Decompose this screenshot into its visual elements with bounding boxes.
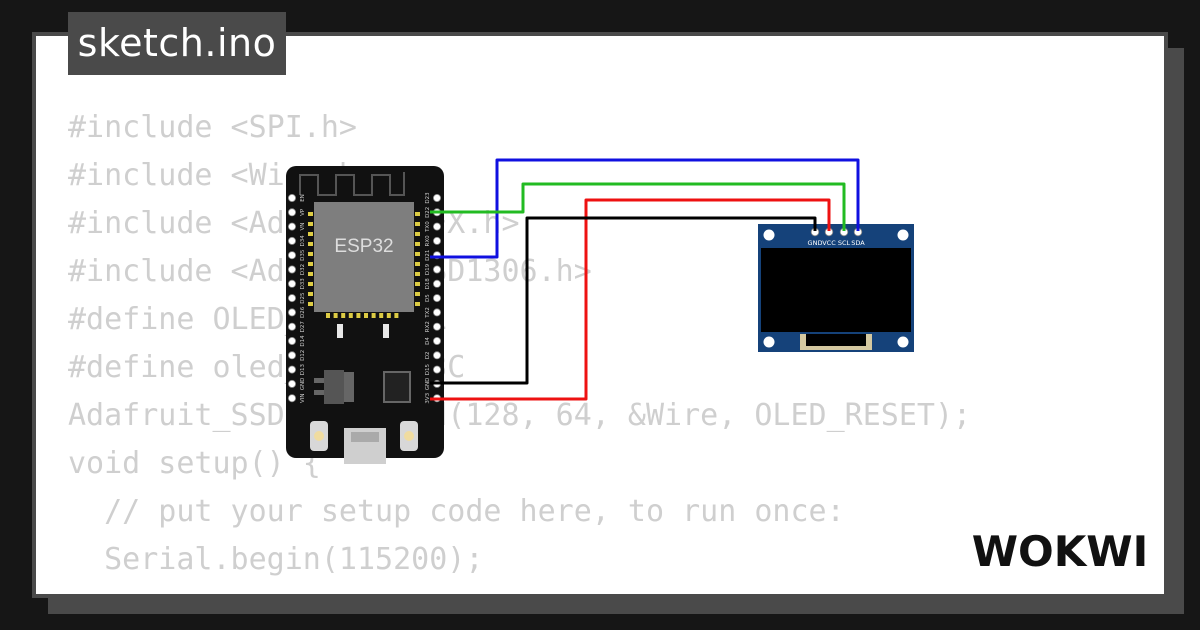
pin-en[interactable] <box>287 193 296 202</box>
pin-d26[interactable] <box>287 308 296 317</box>
pin-label: GND <box>425 378 431 391</box>
pin-d2[interactable] <box>432 351 441 360</box>
pin-label: D32 <box>300 264 306 275</box>
pin-label: D27 <box>300 321 306 333</box>
pin-label: D23 <box>425 192 431 204</box>
pin-tx2[interactable] <box>432 308 441 317</box>
pin-rx0[interactable] <box>432 236 441 245</box>
pin-label: D33 <box>300 278 306 290</box>
file-tab[interactable]: sketch.ino <box>68 12 286 75</box>
pin-d32[interactable] <box>287 265 296 274</box>
oled-screen <box>761 248 911 332</box>
pin-d5[interactable] <box>432 294 441 303</box>
wokwi-logo-text: WOKWI <box>972 527 1148 576</box>
scl-wire[interactable] <box>430 182 846 231</box>
pin-label: TX2 <box>425 307 431 319</box>
pin-gnd[interactable] <box>287 379 296 388</box>
pin-label: TX0 <box>425 221 431 233</box>
pin-label: D13 <box>300 363 306 375</box>
pin-label: D22 <box>425 207 431 218</box>
pin-tx0[interactable] <box>432 222 441 231</box>
oled-pin-label: VCC <box>822 239 836 247</box>
pin-label: RX2 <box>425 321 431 332</box>
pin-label: VN <box>300 223 306 231</box>
pin-vp[interactable] <box>287 208 296 217</box>
pin-label: D35 <box>300 249 306 261</box>
pin-label: VIN <box>300 393 306 403</box>
pin-d33[interactable] <box>287 279 296 288</box>
code-line: #include <SPI.h> <box>68 110 357 145</box>
oled-pin-label: SCL <box>838 239 851 247</box>
pin-d19[interactable] <box>432 265 441 274</box>
pin-rx2[interactable] <box>432 322 441 331</box>
pin-label: D2 <box>425 351 431 359</box>
oled-pin-label: GND <box>808 239 823 247</box>
pin-label: 3V3 <box>425 392 431 403</box>
code-line: Serial.println("Hello, ESP32!"); <box>68 584 971 594</box>
pin-label: D12 <box>300 350 306 361</box>
pin-label: D15 <box>425 363 431 375</box>
esp32-chip-label: ESP32 <box>334 236 393 257</box>
pin-vn[interactable] <box>287 222 296 231</box>
pin-label: D26 <box>300 306 306 318</box>
pin-d25[interactable] <box>287 294 296 303</box>
pin-label: D5 <box>425 294 431 302</box>
pin-d12[interactable] <box>287 351 296 360</box>
pin-label: D19 <box>425 263 431 275</box>
pin-label: D14 <box>300 335 306 347</box>
regulator <box>324 370 344 404</box>
preview-card: #include <SPI.h>#include <Wire.h>#includ… <box>32 32 1168 598</box>
pin-d13[interactable] <box>287 365 296 374</box>
usb-uart-chip <box>383 371 411 403</box>
pin-d23[interactable] <box>432 193 441 202</box>
pin-d35[interactable] <box>287 251 296 260</box>
esp32-board[interactable]: ESP32 ENVPVND34D35D32D33D25D26D27D14D12D… <box>286 166 444 464</box>
pin-label: RX0 <box>425 235 431 247</box>
pin-label: VP <box>300 208 306 216</box>
pin-d18[interactable] <box>432 279 441 288</box>
pin-d27[interactable] <box>287 322 296 331</box>
wokwi-logo: WOKWI <box>972 527 1148 576</box>
pin-d34[interactable] <box>287 236 296 245</box>
pin-label: D21 <box>425 250 431 261</box>
pin-label: D34 <box>300 235 306 247</box>
pin-label: GND <box>300 378 306 391</box>
antenna-icon <box>299 172 405 196</box>
pin-label: D18 <box>425 278 431 290</box>
pin-label: EN <box>300 194 306 202</box>
pin-vin[interactable] <box>287 394 296 403</box>
vcc-wire[interactable] <box>430 198 831 401</box>
pin-d4[interactable] <box>432 336 441 345</box>
pin-d15[interactable] <box>432 365 441 374</box>
code-line: Serial.begin(115200); <box>68 542 484 577</box>
code-line: // put your setup code here, to run once… <box>68 494 845 529</box>
gnd-wire[interactable] <box>430 216 817 385</box>
pin-label: D4 <box>425 337 431 345</box>
sda-wire[interactable] <box>430 158 860 259</box>
esp32-chip <box>314 202 414 312</box>
oled-pin-label: SDA <box>851 239 865 247</box>
pin-d14[interactable] <box>287 336 296 345</box>
pin-label: D25 <box>300 292 306 304</box>
